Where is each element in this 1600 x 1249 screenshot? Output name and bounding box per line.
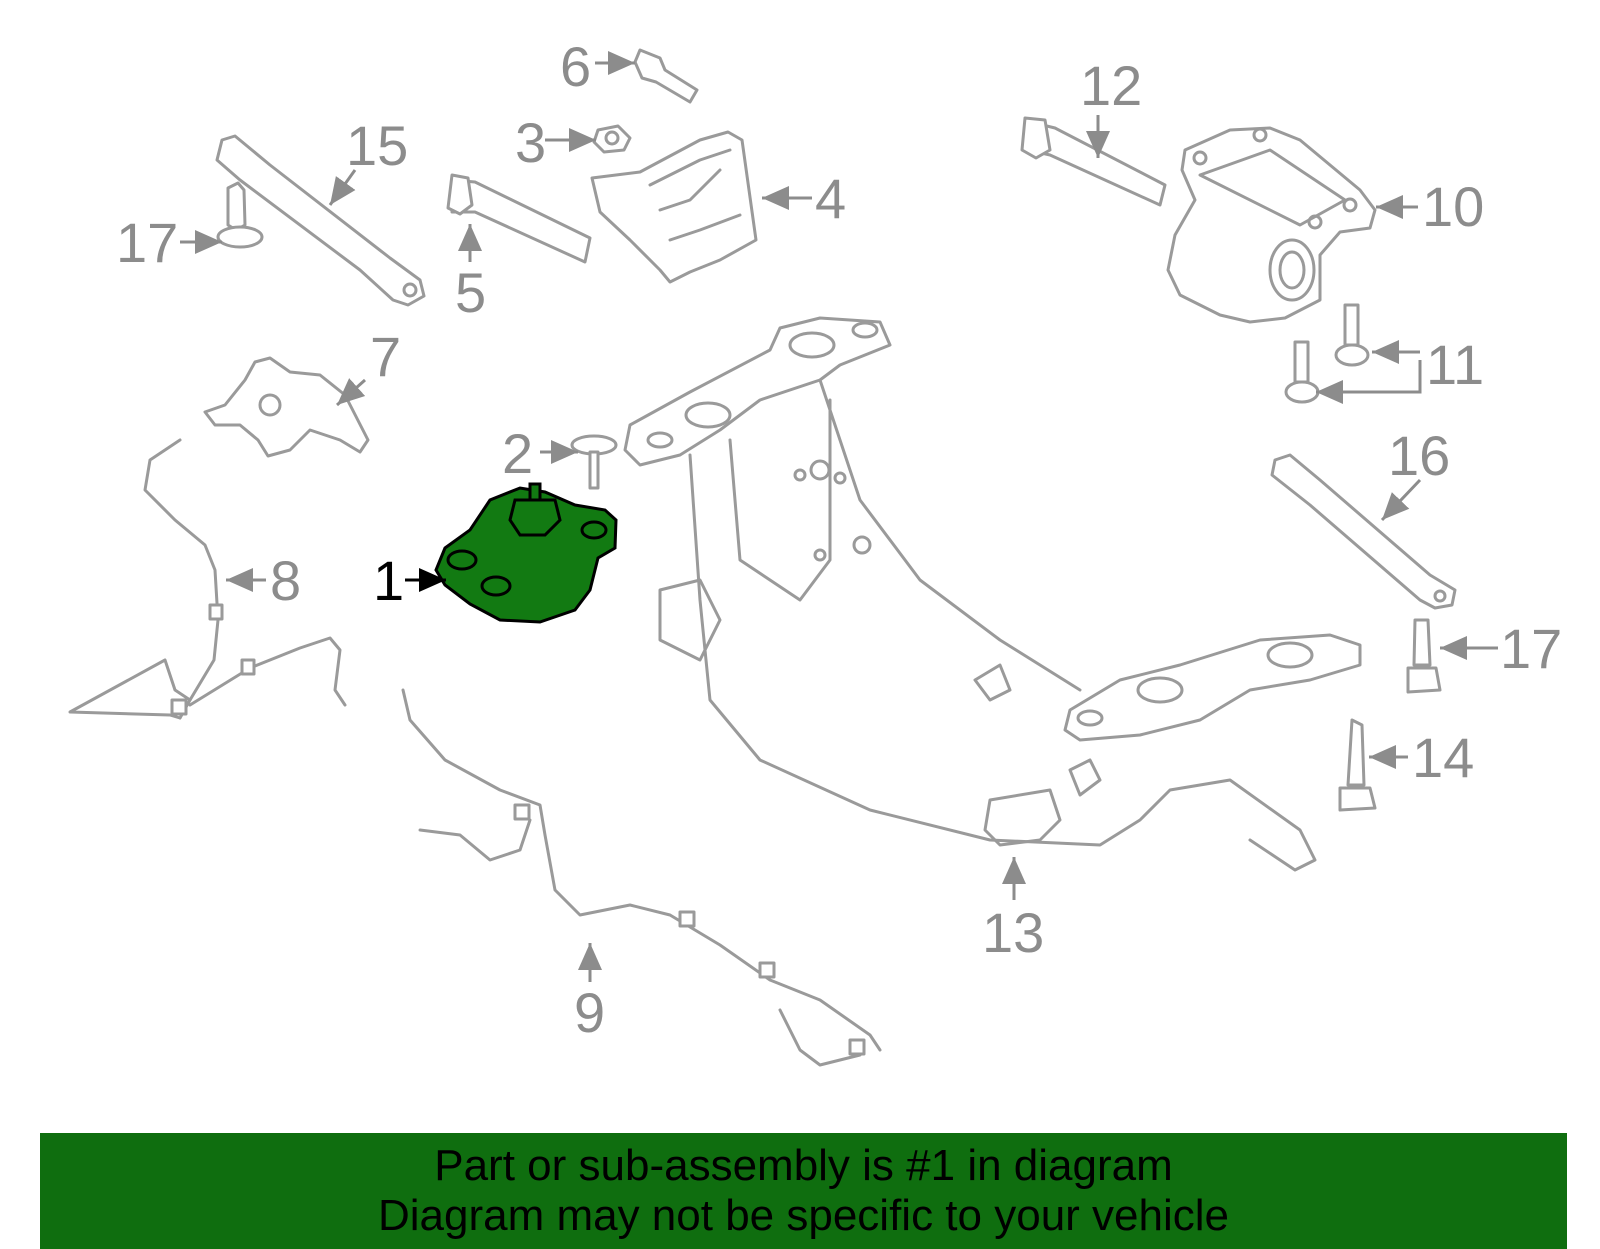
part-2-stud (570, 434, 618, 490)
callout-10: 10 (1422, 175, 1484, 238)
callout-3: 3 (515, 111, 546, 174)
part-5-bolt (446, 173, 592, 264)
callout-4: 4 (815, 167, 846, 230)
callout-8: 8 (270, 549, 301, 612)
part-7-bracket (203, 356, 370, 458)
part-1-mount-highlighted (434, 482, 618, 624)
callout-9: 9 (574, 981, 605, 1044)
callout-1: 1 (373, 549, 404, 612)
part-11-bolts (1284, 303, 1370, 404)
callout-15: 15 (346, 114, 408, 177)
part-8-wire (68, 438, 347, 720)
part-6-bolt (633, 48, 699, 104)
callout-7: 7 (370, 325, 401, 388)
parts-diagram: 1 2 3 4 5 6 7 8 9 10 11 12 13 14 15 16 1… (68, 35, 1562, 1067)
part-14-bolt (1338, 718, 1377, 812)
banner-line-2: Diagram may not be specific to your vehi… (377, 1191, 1230, 1240)
callout-17-right: 17 (1500, 617, 1562, 680)
part-17-bolt-right (1406, 618, 1442, 694)
callout-5: 5 (455, 261, 486, 324)
part-12-bolt (1020, 116, 1167, 207)
callout-2: 2 (502, 422, 533, 485)
callout-6: 6 (560, 35, 591, 98)
part-3-nut (592, 124, 632, 154)
part-10-mount (1166, 126, 1377, 324)
callout-arrows (180, 51, 1498, 982)
part-17-bolt-upper (216, 181, 264, 249)
part-15-brace (215, 134, 426, 307)
callout-17-left: 17 (116, 211, 178, 274)
callout-11: 11 (1426, 333, 1484, 396)
callout-16: 16 (1388, 424, 1450, 487)
callout-12: 12 (1080, 54, 1142, 117)
callout-13: 13 (982, 901, 1044, 964)
part-13-subframe (623, 316, 1362, 872)
part-16-brace (1270, 453, 1457, 610)
part-9-wire (401, 688, 882, 1067)
callout-14: 14 (1412, 726, 1474, 789)
part-4-bracket (590, 130, 758, 284)
banner-line-1: Part or sub-assembly is #1 in diagram (434, 1141, 1173, 1190)
notice-banner: Part or sub-assembly is #1 in diagram Di… (40, 1133, 1567, 1249)
